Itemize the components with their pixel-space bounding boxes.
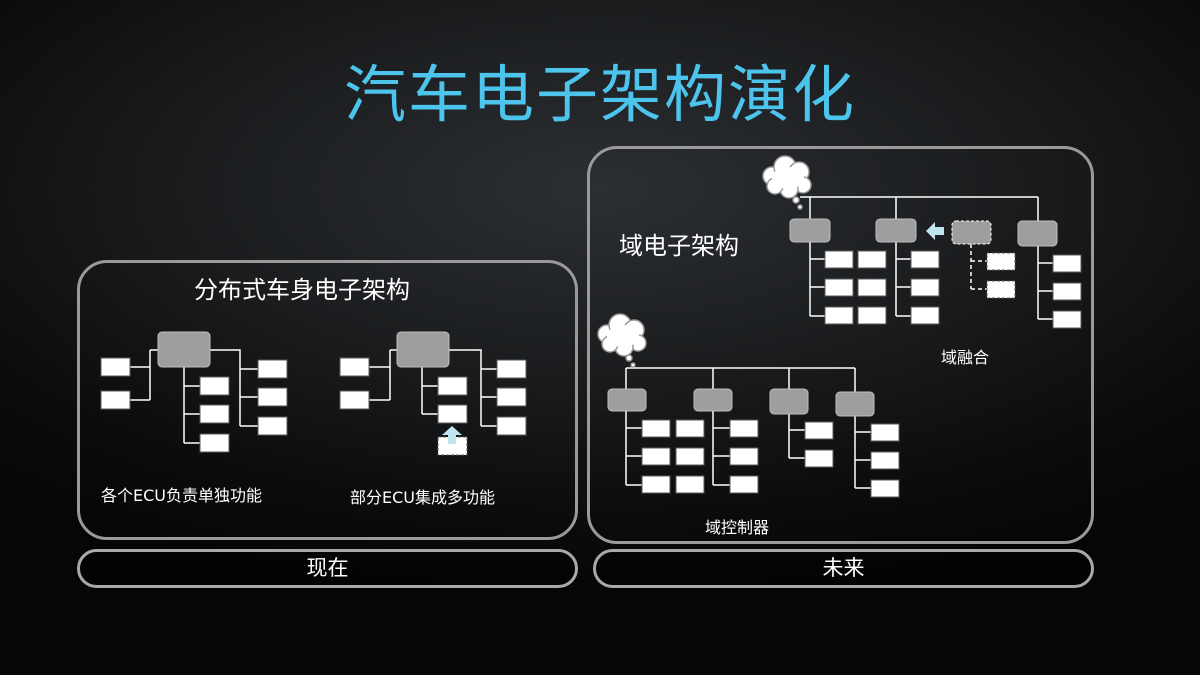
ecu-main-a <box>157 331 211 368</box>
ecu-box <box>729 475 759 494</box>
ecu-box <box>824 306 854 325</box>
ecu-box <box>986 280 1016 299</box>
ecu-box <box>1052 282 1082 301</box>
ecu-box <box>641 419 671 438</box>
ecu-box <box>641 447 671 466</box>
right-panel-heading: 域电子架构 <box>619 232 739 260</box>
ecu-box <box>675 475 705 494</box>
domain-controller-ecu <box>693 388 733 412</box>
domain-ecu <box>875 218 917 243</box>
ecu-box <box>870 451 900 470</box>
ecu-box <box>729 419 759 438</box>
tree-individual-ecu <box>100 331 288 453</box>
ecu-box <box>1052 254 1082 273</box>
caption-individual-ecu: 各个ECU负责单独功能 <box>101 486 262 505</box>
ecu-box <box>910 278 940 297</box>
ecu-box <box>496 416 527 436</box>
ecu-box <box>641 475 671 494</box>
footer-pill-now: 现在 <box>77 549 578 588</box>
merge-left-arrow-icon <box>926 222 944 240</box>
ecu-box <box>870 423 900 442</box>
thought-cloud-icon <box>762 155 812 210</box>
ecu-box <box>857 306 887 325</box>
ecu-box <box>870 479 900 498</box>
caption-domain-fusion: 域融合 <box>941 348 990 367</box>
ecu-box <box>496 359 527 379</box>
ecu-box <box>339 390 370 410</box>
caption-domain-controller: 域控制器 <box>705 518 770 537</box>
ecu-box <box>729 447 759 466</box>
domain-ecu <box>789 218 831 243</box>
ecu-box <box>857 278 887 297</box>
ecu-box <box>257 359 288 379</box>
domain-controller-ecu <box>835 391 875 417</box>
ecu-box <box>199 376 230 396</box>
ecu-box <box>100 390 131 410</box>
ecu-box <box>910 250 940 269</box>
ecu-box <box>675 447 705 466</box>
tree-integrated-ecu <box>339 331 527 456</box>
ecu-box <box>1052 310 1082 329</box>
left-panel-heading: 分布式车身电子架构 <box>194 276 410 304</box>
ecu-box <box>437 404 468 424</box>
ecu-box <box>824 278 854 297</box>
ecu-box <box>437 436 468 456</box>
ecu-box <box>199 433 230 453</box>
ecu-box <box>986 252 1016 271</box>
domain-ecu-merging <box>951 220 992 245</box>
ecu-box <box>257 387 288 407</box>
domain-ecu <box>1017 220 1058 247</box>
ecu-box <box>199 404 230 424</box>
domain-controller-diagram <box>597 313 900 498</box>
ecu-main-b <box>396 331 450 368</box>
footer-pill-future: 未来 <box>593 549 1094 588</box>
ecu-box <box>804 449 834 468</box>
merge-up-arrow-icon <box>442 426 462 444</box>
domain-controller-ecu <box>607 388 647 412</box>
thought-cloud-icon <box>597 313 647 368</box>
domain-fusion-diagram <box>762 155 1082 329</box>
ecu-box <box>100 357 131 377</box>
domain-controller-ecu <box>769 388 809 415</box>
caption-integrated-ecu: 部分ECU集成多功能 <box>350 488 495 507</box>
ecu-box <box>257 416 288 436</box>
ecu-box <box>675 419 705 438</box>
ecu-box <box>910 306 940 325</box>
ecu-box <box>496 387 527 407</box>
ecu-box <box>339 357 370 377</box>
ecu-box <box>857 250 887 269</box>
ecu-box <box>437 376 468 396</box>
ecu-box <box>804 421 834 440</box>
left-panel <box>77 260 578 540</box>
ecu-box <box>824 250 854 269</box>
right-panel <box>587 146 1094 544</box>
slide-title: 汽车电子架构演化 <box>343 58 856 131</box>
